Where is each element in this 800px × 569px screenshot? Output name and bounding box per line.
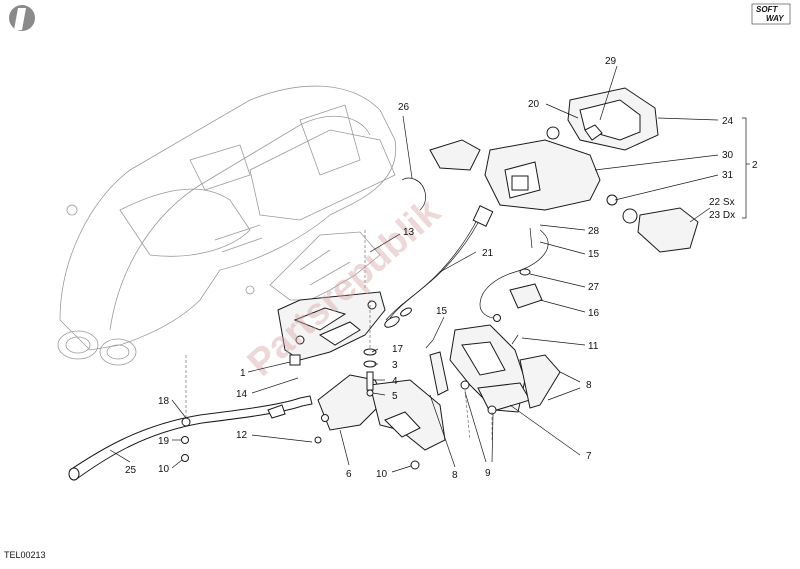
label-29: 29 (605, 56, 617, 67)
label-15a: 15 (588, 249, 600, 260)
label-26: 26 (398, 102, 410, 113)
label-28: 28 (588, 226, 600, 237)
connector-parts (509, 268, 543, 309)
label-21: 21 (482, 248, 494, 259)
label-7: 7 (586, 451, 592, 462)
svg-text:SOFT: SOFT (756, 5, 778, 14)
label-17: 17 (392, 344, 404, 355)
spacer-stack (289, 348, 420, 470)
plate-holder-part (277, 291, 386, 361)
watermark-text: Partsrepublik (240, 190, 449, 384)
label-24: 24 (722, 116, 734, 127)
part-number-labels: 26 13 21 29 20 24 30 2 31 22 Sx 23 Dx 28… (125, 56, 758, 481)
svg-text:WAY: WAY (766, 14, 784, 23)
drawing-code: TEL00213 (4, 550, 46, 560)
grab-rail-part (68, 395, 313, 481)
label-20: 20 (528, 99, 540, 110)
wiring-harness-part (384, 205, 494, 328)
label-2: 2 (752, 160, 758, 171)
label-31: 31 (722, 170, 734, 181)
callout-leaders (109, 65, 750, 473)
label-4: 4 (392, 376, 398, 387)
label-5: 5 (392, 391, 398, 402)
label-14: 14 (236, 389, 248, 400)
label-1: 1 (240, 368, 246, 379)
label-10a: 10 (158, 464, 170, 475)
assembly-guides (185, 230, 493, 441)
label-13: 13 (403, 227, 415, 238)
label-27: 27 (588, 282, 600, 293)
label-11: 11 (588, 341, 599, 352)
label-9: 9 (485, 468, 491, 479)
label-30: 30 (722, 150, 734, 161)
label-16: 16 (588, 308, 600, 319)
circlip-part (401, 177, 426, 211)
brand-circle-icon (9, 5, 35, 31)
label-8a: 8 (586, 380, 592, 391)
label-23: 23 Dx (709, 210, 735, 221)
label-15b: 15 (436, 306, 448, 317)
label-3: 3 (392, 360, 398, 371)
seat-silhouette (57, 85, 397, 366)
tail-light-assembly (429, 87, 699, 253)
rear-fender-parts (314, 374, 446, 451)
cable-and-screw (479, 227, 549, 322)
label-25: 25 (125, 465, 137, 476)
label-19: 19 (158, 436, 170, 447)
label-6: 6 (346, 469, 352, 480)
softway-logo: SOFT WAY (751, 3, 791, 25)
label-10b: 10 (376, 469, 388, 480)
license-bracket-part (425, 324, 561, 415)
label-12: 12 (236, 430, 248, 441)
label-8b: 8 (452, 470, 458, 481)
label-22: 22 Sx (709, 197, 735, 208)
mounting-plate (269, 231, 381, 301)
label-18: 18 (158, 396, 170, 407)
